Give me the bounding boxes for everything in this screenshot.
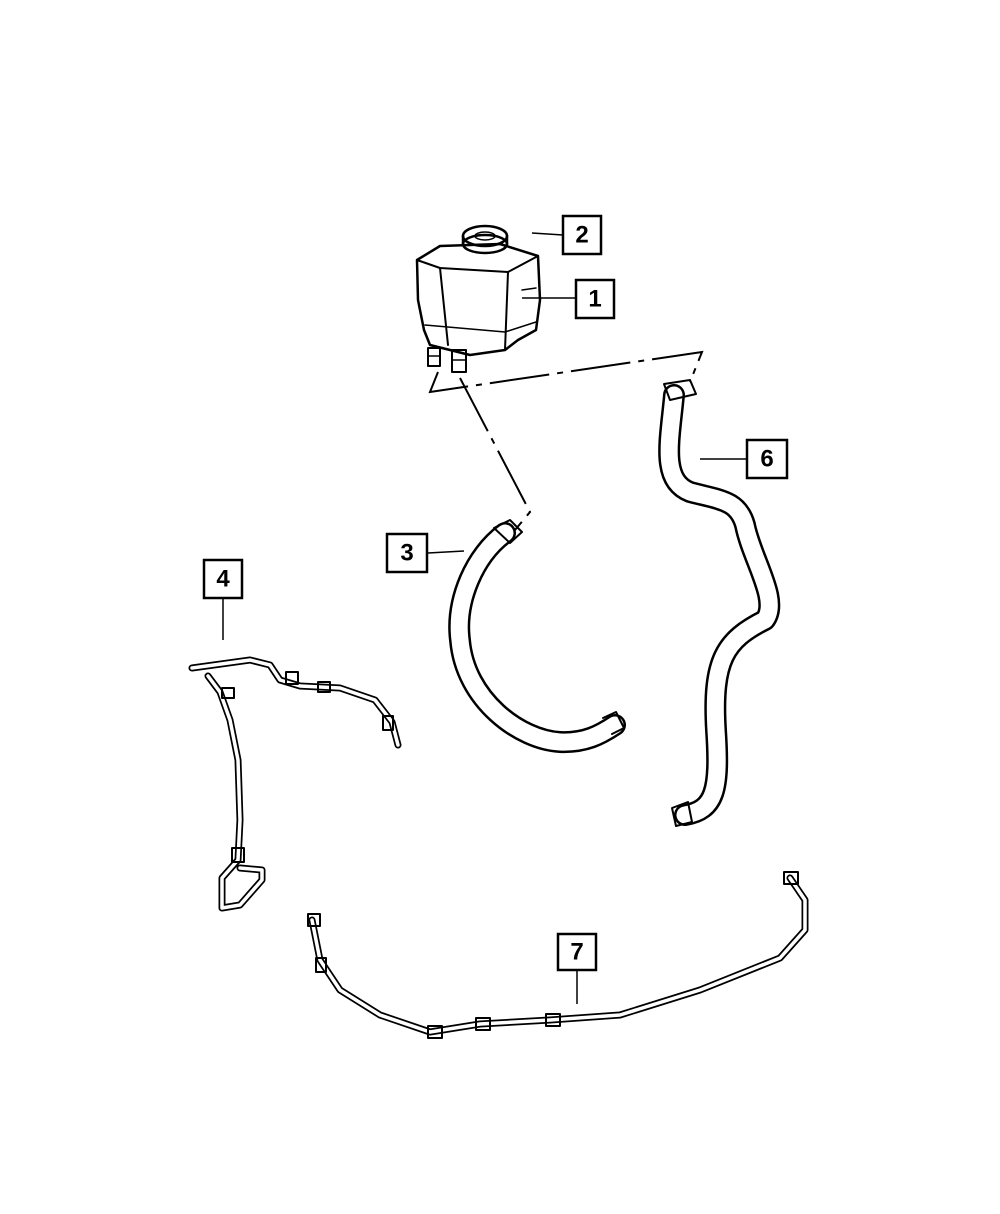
callout-3: 3 [385,532,429,574]
callout-1: 1 [574,278,616,320]
reservoir [415,242,542,373]
callout-6: 6 [745,438,789,480]
line-4 [188,656,402,912]
leader-lines [222,232,746,1004]
callout-4-label: 4 [216,566,230,593]
callout-1-label: 1 [588,286,601,313]
connection-lines [428,350,704,531]
callout-2-label: 2 [575,222,588,249]
callout-2: 2 [561,214,603,256]
line-7 [307,871,809,1039]
callout-7-label: 7 [570,939,583,966]
reservoir-cap [461,224,509,255]
callout-7: 7 [556,932,598,972]
callout-3-label: 3 [400,540,413,567]
callout-4: 4 [202,558,244,600]
hose-3 [448,519,626,754]
hose-6 [658,379,781,827]
callout-6-label: 6 [760,446,773,473]
